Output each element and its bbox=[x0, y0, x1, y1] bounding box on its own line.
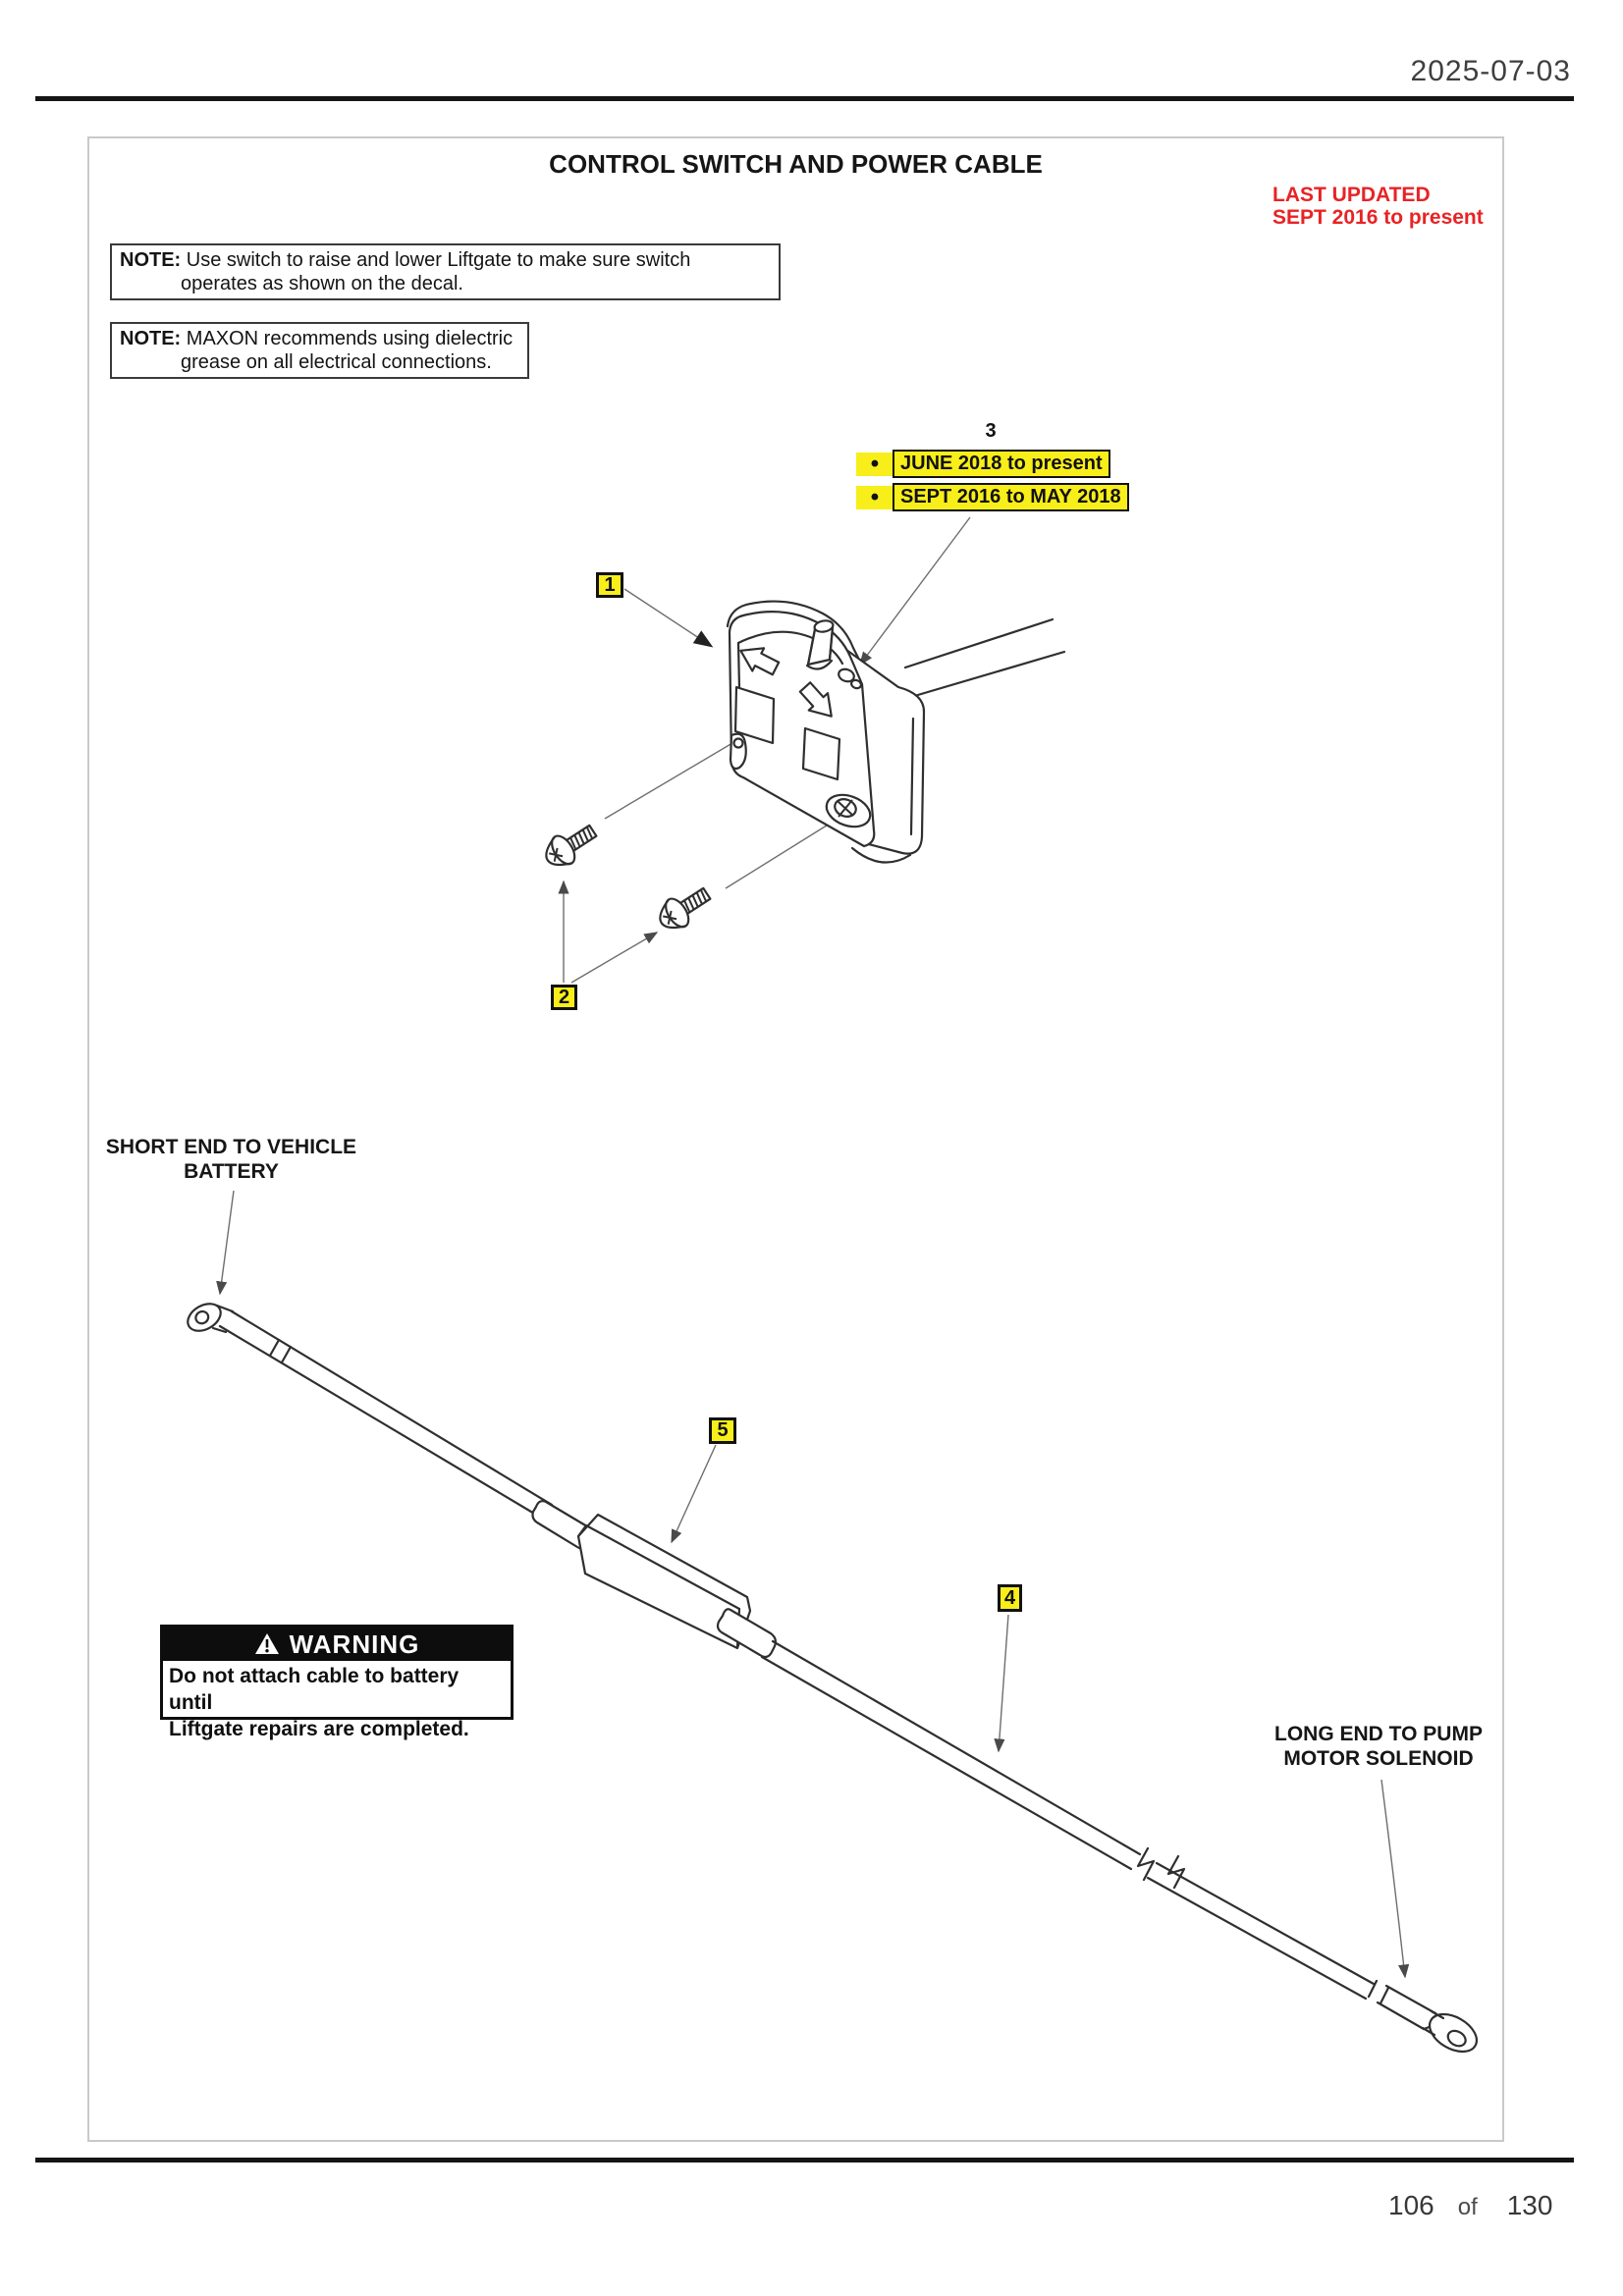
callout-5: 5 bbox=[709, 1417, 736, 1444]
warning-line2: Liftgate repairs are completed. bbox=[169, 1718, 469, 1740]
warning-box: WARNING Do not attach cable to battery u… bbox=[160, 1625, 514, 1740]
footer-rule bbox=[35, 2158, 1574, 2163]
decal-option-sept-2016: SEPT 2016 to MAY 2018 bbox=[893, 483, 1129, 511]
short-end-line1: SHORT END TO VEHICLE bbox=[105, 1136, 357, 1158]
page-date: 2025-07-03 bbox=[1410, 55, 1571, 87]
callout-4: 4 bbox=[998, 1584, 1022, 1612]
warning-line1: Do not attach cable to battery until bbox=[169, 1665, 460, 1714]
note-text-line1: MAXON recommends using dielectric bbox=[186, 328, 514, 349]
decal-option-row: • JUNE 2018 to present bbox=[856, 450, 1110, 478]
last-updated-line1: LAST UPDATED bbox=[1272, 184, 1431, 206]
long-end-label: LONG END TO PUMP MOTOR SOLENOID bbox=[1265, 1722, 1492, 1771]
note-box-switch: NOTE: Use switch to raise and lower Lift… bbox=[110, 243, 781, 300]
header-rule bbox=[35, 96, 1574, 101]
bullet-icon: • bbox=[856, 453, 893, 476]
figure-title: CONTROL SWITCH AND POWER CABLE bbox=[549, 149, 1043, 179]
callout-1: 1 bbox=[596, 572, 623, 598]
page-number: 106 bbox=[1388, 2190, 1434, 2220]
note-box-grease: NOTE: MAXON recommends using dielectric … bbox=[110, 322, 529, 379]
warning-text: Do not attach cable to battery until Lif… bbox=[163, 1661, 511, 1744]
note-text-line1: Use switch to raise and lower Liftgate t… bbox=[186, 249, 691, 271]
decal-option-row: • SEPT 2016 to MAY 2018 bbox=[856, 483, 1129, 511]
callout-3: 3 bbox=[985, 420, 997, 442]
decal-option-june-2018: JUNE 2018 to present bbox=[893, 450, 1110, 478]
short-end-label: SHORT END TO VEHICLE BATTERY bbox=[91, 1135, 371, 1184]
last-updated-note: LAST UPDATED SEPT 2016 to present bbox=[1272, 184, 1484, 229]
warning-header: WARNING bbox=[163, 1628, 511, 1661]
page-total: 130 bbox=[1506, 2190, 1553, 2220]
bullet-icon: • bbox=[856, 486, 893, 509]
warning-title: WARNING bbox=[289, 1629, 420, 1659]
note-label: NOTE: bbox=[120, 249, 182, 271]
short-end-line2: BATTERY bbox=[184, 1160, 279, 1183]
page-of-label: of bbox=[1457, 2194, 1478, 2220]
note-text-line2: grease on all electrical connections. bbox=[181, 351, 492, 373]
note-text-line2: operates as shown on the decal. bbox=[181, 273, 463, 294]
note-label: NOTE: bbox=[120, 328, 182, 349]
warning-triangle-icon bbox=[254, 1633, 279, 1654]
last-updated-line2: SEPT 2016 to present bbox=[1272, 206, 1484, 229]
callout-2: 2 bbox=[551, 985, 577, 1010]
long-end-line2: MOTOR SOLENOID bbox=[1283, 1747, 1474, 1770]
page-footer: 106 of 130 bbox=[1388, 2190, 1552, 2221]
long-end-line1: LONG END TO PUMP bbox=[1274, 1723, 1483, 1745]
